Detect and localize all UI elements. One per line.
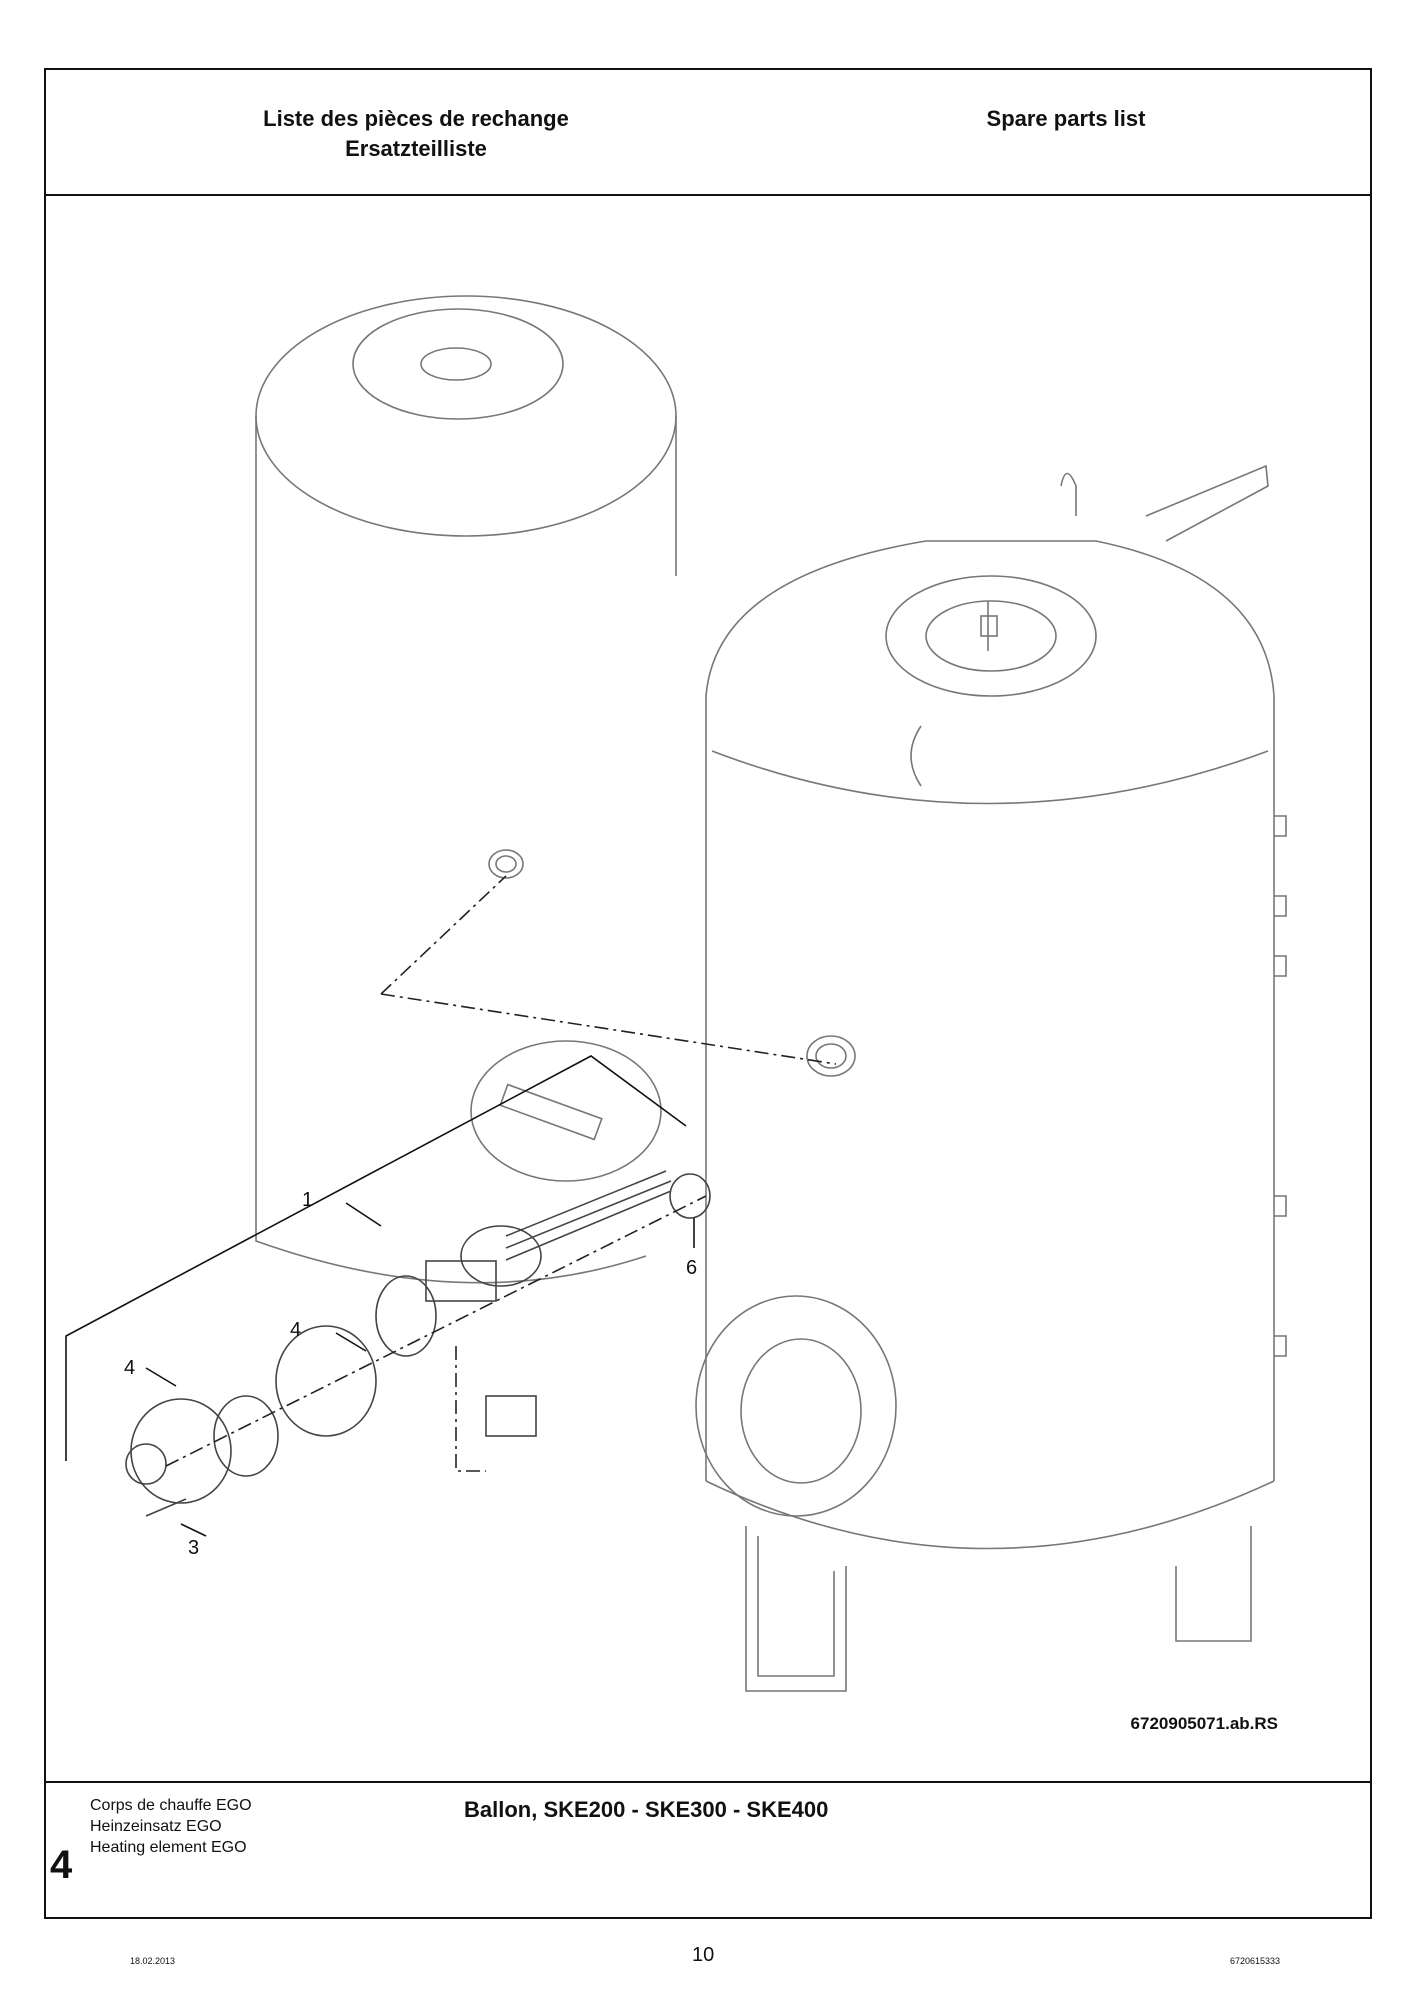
- footer-date: 18.02.2013: [130, 1956, 176, 1966]
- doc-code: 6720615333: [1230, 1956, 1281, 1966]
- header-title-left: Liste des pièces de rechange Ersatzteill…: [166, 104, 666, 164]
- title-english: Spare parts list: [986, 106, 1146, 131]
- header-band: Liste des pièces de rechange Ersatzteill…: [46, 70, 1370, 196]
- figure-code: 6720905071.ab.RS: [1130, 1714, 1278, 1733]
- page-frame: Liste des pièces de rechange Ersatzteill…: [44, 68, 1372, 1919]
- exploded-drawing: 1 6 4 4 3 6720905071.ab.RS: [46, 196, 1370, 1783]
- front-tank: [695, 464, 1287, 1692]
- footer-band: 4 Corps de chauffe EGO Heinzeinsatz EGO …: [46, 1783, 1370, 1917]
- rear-tank: [255, 295, 677, 1284]
- callout-6: 6: [686, 1257, 697, 1279]
- callout-1: 1: [302, 1189, 313, 1211]
- desc-german: Heinzeinsatz EGO: [90, 1818, 222, 1835]
- callout-4a: 4: [290, 1319, 301, 1341]
- page-number: 10: [692, 1944, 715, 1966]
- section-number: 4: [50, 1843, 73, 1887]
- callout-labels: 1 6 4 4 3: [124, 1189, 697, 1559]
- assembly-lines: [165, 875, 837, 1472]
- title-german: Ersatzteilliste: [345, 136, 487, 161]
- callout-3: 3: [188, 1537, 199, 1559]
- title-french: Liste des pièces de rechange: [263, 106, 569, 131]
- desc-english: Heating element EGO: [90, 1839, 247, 1856]
- leader-lines: [65, 1055, 695, 1537]
- heating-element-parts: [125, 1170, 711, 1517]
- product-title: Ballon, SKE200 - SKE300 - SKE400: [464, 1797, 829, 1822]
- tank-illustration: 1 6 4 4 3: [65, 295, 1287, 1692]
- desc-french: Corps de chauffe EGO: [90, 1797, 252, 1814]
- part-description: Corps de chauffe EGO Heinzeinsatz EGO He…: [90, 1795, 252, 1858]
- rear-flange: [470, 1040, 662, 1182]
- callout-4b: 4: [124, 1357, 135, 1379]
